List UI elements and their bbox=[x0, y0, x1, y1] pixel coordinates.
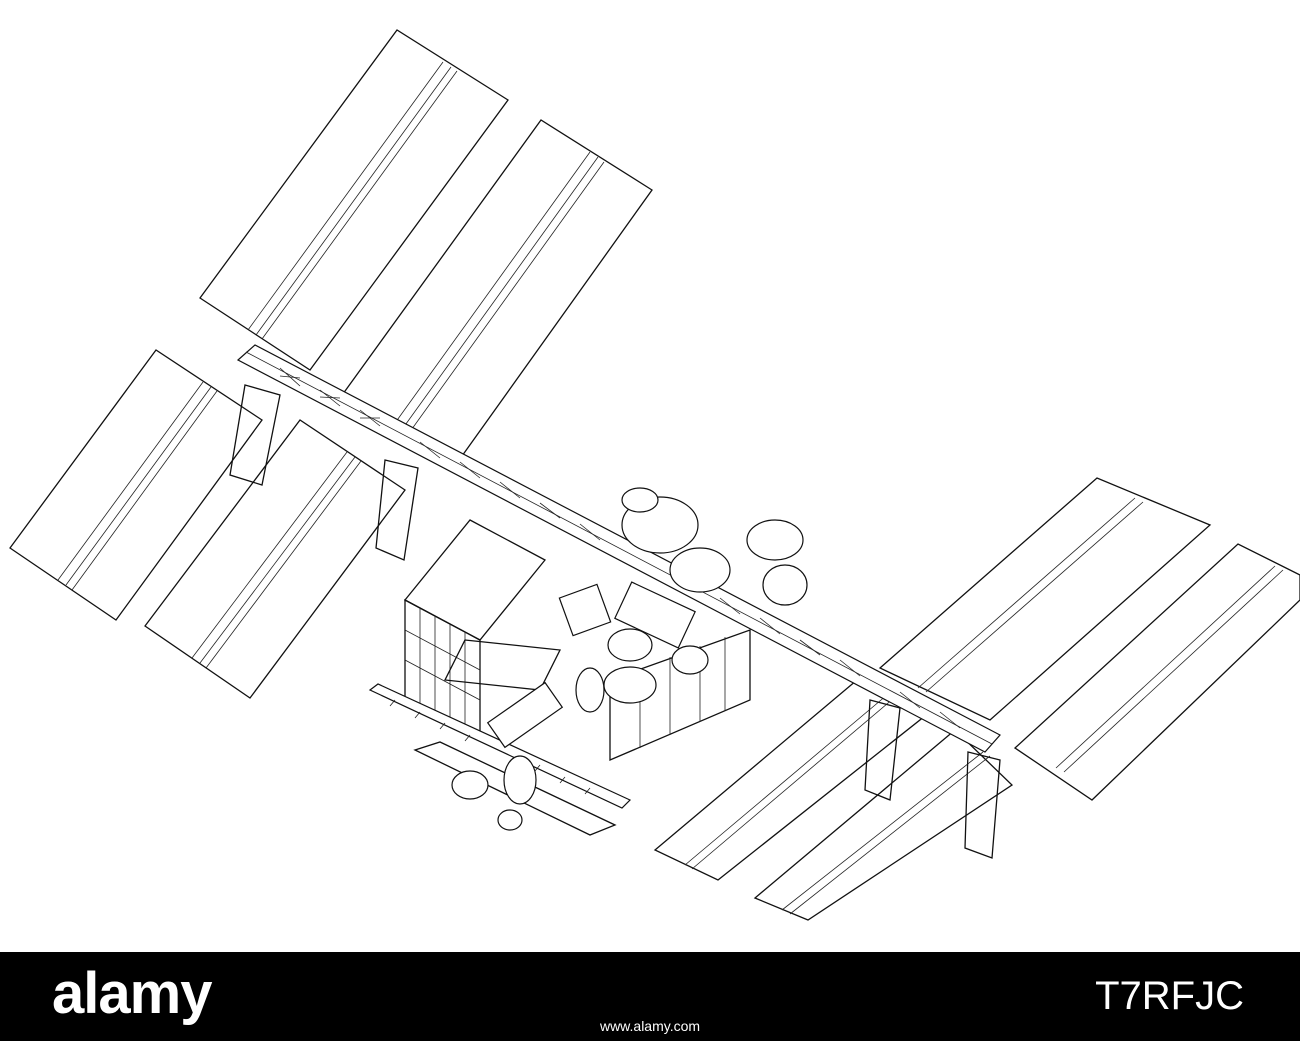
brand-logo: alamy bbox=[52, 961, 212, 1026]
space-station-drawing bbox=[9, 29, 1300, 921]
solar-array-right-upper-2 bbox=[1013, 543, 1300, 801]
solar-array-right-lower-2 bbox=[753, 729, 1014, 921]
radiator-panels bbox=[229, 384, 1001, 859]
space-station-wireframe-illustration bbox=[9, 29, 1300, 921]
solar-array-upper-left bbox=[199, 29, 509, 371]
website-line: www.alamy.com bbox=[599, 1018, 701, 1034]
solar-array-right-upper-1 bbox=[878, 477, 1212, 721]
main-truss bbox=[236, 344, 1001, 753]
solar-array-lower-left bbox=[9, 349, 263, 621]
image-id-label: T7RFJC bbox=[1095, 974, 1244, 1018]
central-modules bbox=[368, 487, 808, 836]
solar-array-right-lower-1 bbox=[653, 679, 932, 881]
solar-array-lower-center bbox=[144, 419, 406, 699]
watermark-footer-bar: alamy T7RFJC www.alamy.com bbox=[0, 952, 1300, 1041]
